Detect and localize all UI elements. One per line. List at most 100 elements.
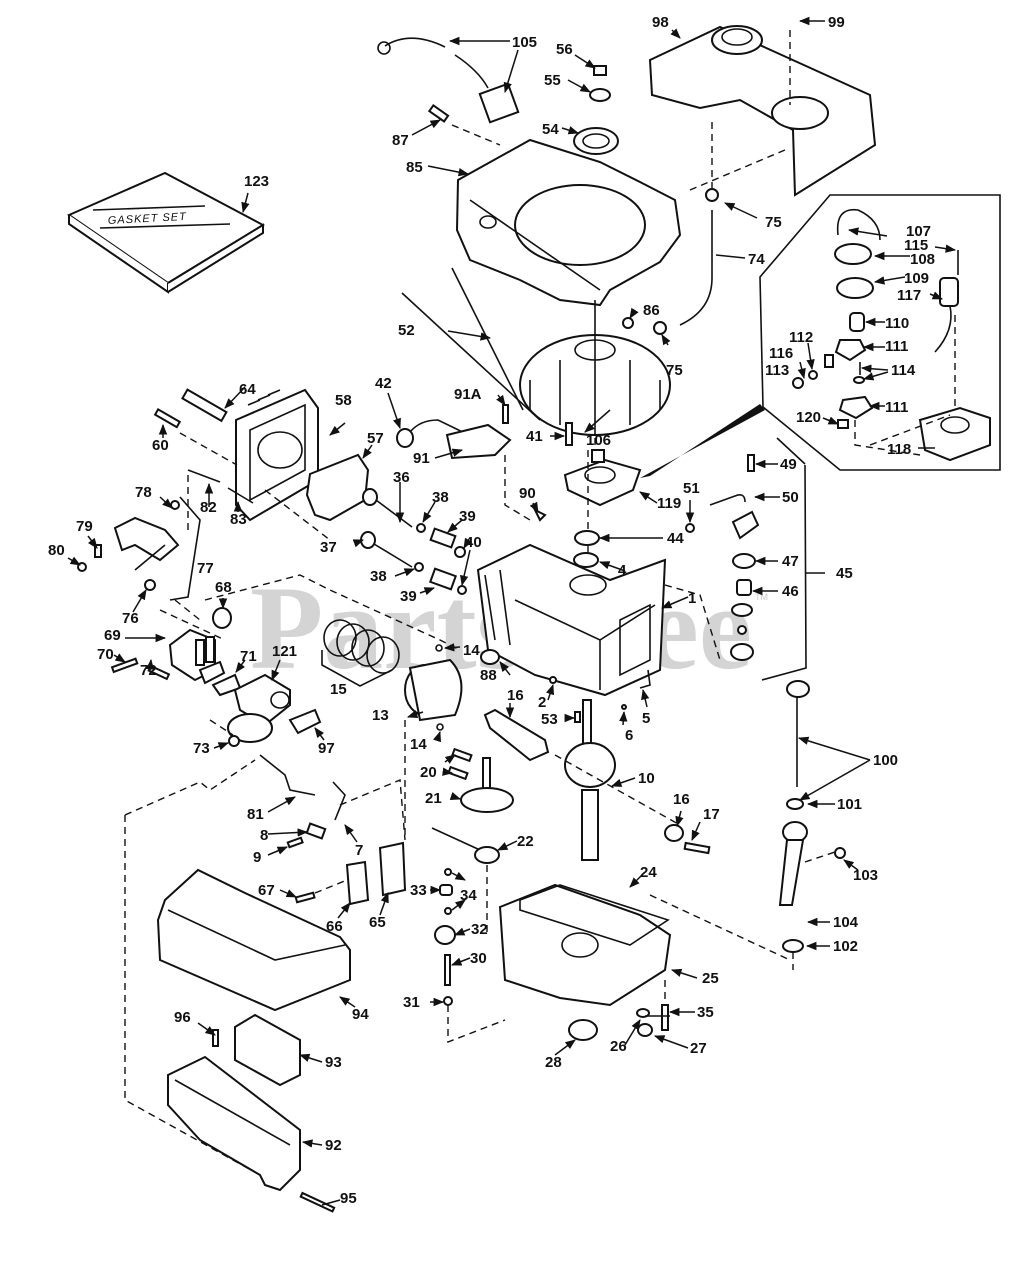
part-label[interactable]: 74 (748, 251, 765, 268)
part-label[interactable]: 115 (904, 237, 928, 254)
part-label[interactable]: 123 (244, 173, 269, 190)
part-label[interactable]: 114 (891, 362, 916, 379)
part-label[interactable]: 87 (392, 132, 409, 149)
part-label[interactable]: 8 (260, 827, 268, 844)
part-label[interactable]: 93 (325, 1054, 342, 1071)
part-label[interactable]: 72 (140, 662, 157, 679)
part-label[interactable]: 27 (690, 1040, 707, 1057)
part-label[interactable]: 104 (833, 914, 859, 931)
part-label[interactable]: 55 (544, 72, 561, 89)
part-label[interactable]: 35 (697, 1004, 714, 1021)
part-label[interactable]: 36 (393, 469, 410, 486)
part-label[interactable]: 45 (836, 565, 853, 582)
part-label[interactable]: 47 (782, 553, 799, 570)
part-label[interactable]: 6 (625, 727, 633, 744)
part-label[interactable]: 108 (910, 251, 935, 268)
part-label[interactable]: 67 (258, 882, 275, 899)
part-label[interactable]: 53 (541, 711, 558, 728)
part-label[interactable]: 34 (460, 887, 477, 904)
part-label[interactable]: 117 (897, 287, 921, 304)
part-label[interactable]: 38 (370, 568, 387, 585)
part-label[interactable]: 71 (240, 648, 257, 665)
part-label[interactable]: 21 (425, 790, 442, 807)
part-label[interactable]: 14 (463, 642, 480, 659)
part-label[interactable]: 68 (215, 579, 232, 596)
part-label[interactable]: 76 (122, 610, 139, 627)
part-label[interactable]: 2 (538, 694, 546, 711)
part-label[interactable]: 99 (828, 14, 845, 31)
part-label[interactable]: 116 (769, 345, 793, 362)
part-label[interactable]: 9 (253, 849, 261, 866)
part-label[interactable]: 17 (703, 806, 720, 823)
part-label[interactable]: 91 (413, 450, 430, 467)
part-label[interactable]: 106 (586, 432, 611, 449)
part-label[interactable]: 20 (420, 764, 437, 781)
part-label[interactable]: 109 (904, 270, 929, 287)
part-label[interactable]: 121 (272, 643, 297, 660)
part-label[interactable]: 49 (780, 456, 797, 473)
part-label[interactable]: 25 (702, 970, 719, 987)
part-label[interactable]: 37 (320, 539, 337, 556)
part-label[interactable]: 7 (355, 842, 363, 859)
part-label[interactable]: 24 (640, 864, 657, 881)
part-label[interactable]: 102 (833, 938, 858, 955)
part-label[interactable]: 120 (796, 409, 821, 426)
part-label[interactable]: 64 (239, 381, 256, 398)
part-label[interactable]: 105 (512, 34, 537, 51)
part-label[interactable]: 119 (657, 495, 681, 512)
part-label[interactable]: 16 (507, 687, 524, 704)
part-label[interactable]: 69 (104, 627, 121, 644)
part-label[interactable]: 86 (643, 302, 660, 319)
part-label[interactable]: 60 (152, 437, 169, 454)
part-label[interactable]: 33 (410, 882, 427, 899)
part-label[interactable]: 1 (688, 590, 696, 607)
part-label[interactable]: 51 (683, 480, 700, 497)
part-label[interactable]: 28 (545, 1054, 562, 1071)
part-label[interactable]: 94 (352, 1006, 369, 1023)
part-label[interactable]: 16 (673, 791, 690, 808)
part-label[interactable]: 103 (853, 867, 878, 884)
part-label[interactable]: 14 (410, 736, 427, 753)
part-label[interactable]: 75 (765, 214, 782, 231)
part-label[interactable]: 111 (885, 399, 908, 416)
part-label[interactable]: 113 (765, 362, 789, 379)
part-label[interactable]: 46 (782, 583, 799, 600)
part-label[interactable]: 50 (782, 489, 799, 506)
part-label[interactable]: 66 (326, 918, 343, 935)
part-label[interactable]: 110 (885, 315, 909, 332)
part-label[interactable]: 79 (76, 518, 93, 535)
part-label[interactable]: 97 (318, 740, 335, 757)
part-label[interactable]: 80 (48, 542, 65, 559)
part-label[interactable]: 52 (398, 322, 415, 339)
part-label[interactable]: 95 (340, 1190, 357, 1207)
part-label[interactable]: 65 (369, 914, 386, 931)
part-label[interactable]: 77 (197, 560, 214, 577)
part-label[interactable]: 10 (638, 770, 655, 787)
part-label[interactable]: 32 (471, 921, 488, 938)
part-label[interactable]: 92 (325, 1137, 342, 1154)
part-label[interactable]: 98 (652, 14, 669, 31)
part-label[interactable]: 30 (470, 950, 487, 967)
part-label[interactable]: 75 (666, 362, 683, 379)
part-label[interactable]: 5 (642, 710, 650, 727)
part-label[interactable]: 88 (480, 667, 497, 684)
part-label[interactable]: 57 (367, 430, 384, 447)
part-label[interactable]: 39 (459, 508, 476, 525)
part-label[interactable]: 54 (542, 121, 559, 138)
part-label[interactable]: 91A (454, 386, 482, 403)
part-label[interactable]: 22 (517, 833, 534, 850)
part-label[interactable]: 111 (885, 338, 908, 355)
part-label[interactable]: 81 (247, 806, 264, 823)
part-label[interactable]: 41 (526, 428, 543, 445)
part-label[interactable]: 73 (193, 740, 210, 757)
part-label[interactable]: 56 (556, 41, 573, 58)
part-label[interactable]: 82 (200, 499, 217, 516)
part-label[interactable]: 78 (135, 484, 152, 501)
part-label[interactable]: 70 (97, 646, 114, 663)
part-label[interactable]: 85 (406, 159, 423, 176)
part-label[interactable]: 31 (403, 994, 420, 1011)
part-label[interactable]: 83 (230, 511, 247, 528)
part-label[interactable]: 39 (400, 588, 417, 605)
part-label[interactable]: 26 (610, 1038, 627, 1055)
part-label[interactable]: 101 (837, 796, 862, 813)
